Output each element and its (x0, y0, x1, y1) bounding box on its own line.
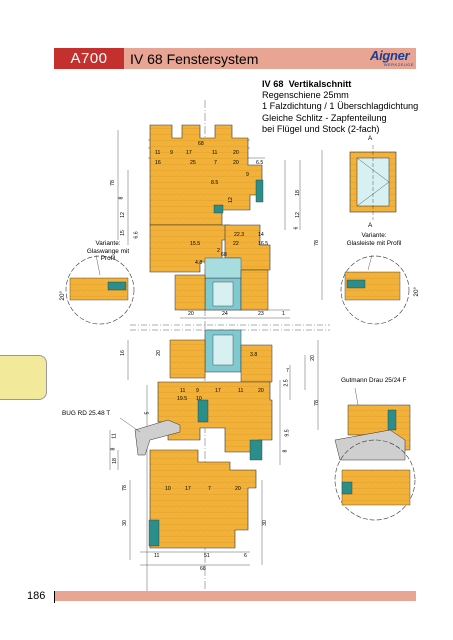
dim: 11 (212, 150, 218, 156)
dim: 20 (233, 150, 239, 156)
angle-left: 20° (59, 290, 67, 301)
gutmann-label: Gutmann Drau 25/24 F (341, 377, 407, 384)
dim: 6 (293, 226, 300, 230)
section-description: IV 68 Vertikalschnitt Regenschiene 25mm … (262, 79, 418, 135)
dim: 8 (118, 196, 125, 200)
dim: 68 (200, 566, 206, 572)
product-code: A700 (54, 48, 124, 69)
dim: 4.8 (195, 260, 203, 266)
logo-name: Aigner (370, 48, 410, 63)
dim: 78 (109, 180, 116, 186)
dim: 5 (144, 411, 151, 415)
dim: 17 (215, 388, 221, 394)
dim: 68 (221, 252, 227, 258)
dim: 25 (190, 160, 196, 166)
dim: 6 (244, 553, 247, 559)
dim: 10 (165, 486, 171, 492)
footer-divider (54, 591, 55, 603)
dim: 8.5 (211, 180, 219, 186)
dim: 9 (246, 172, 249, 178)
dim: 19.5 (177, 396, 188, 402)
logo-tag: WERKZEUGE (383, 62, 414, 67)
dim: 16 (155, 160, 161, 166)
dim: 18 (294, 190, 301, 196)
dim: 2.5 (283, 379, 290, 387)
dim: 11 (180, 388, 186, 394)
dim: 16.5 (258, 241, 269, 247)
desc-title-rest: Vertikalschnitt (288, 79, 352, 89)
dim: 20 (309, 355, 316, 361)
dim: 17 (186, 150, 192, 156)
dim: 78 (313, 400, 320, 406)
dim: 11 (155, 150, 161, 156)
dim: 7 (286, 368, 289, 374)
page-title: IV 68 Fenstersystem (130, 51, 259, 67)
desc-line: Regenschiene 25mm (262, 90, 349, 101)
dim: 20 (155, 350, 162, 356)
dim-top-68: 68 (198, 141, 204, 147)
dim: 3.8 (250, 352, 258, 358)
dim: 12 (119, 212, 126, 218)
dim: 15 (119, 230, 126, 236)
page-number: 186 (27, 590, 46, 602)
dim: 14 (258, 232, 264, 238)
dim: 12 (227, 197, 234, 203)
dim: 30 (121, 520, 128, 526)
dim: 1 (282, 311, 285, 317)
brand-logo: Aigner WERKZEUGE (370, 48, 414, 68)
dim: 23 (258, 311, 264, 317)
footer-bar (54, 591, 416, 601)
dim: 12 (294, 212, 301, 218)
dim: 2 (217, 248, 220, 254)
dim: 9 (170, 150, 173, 156)
dim: 16 (119, 350, 126, 356)
dim: 22 (233, 241, 239, 247)
variant-left-label: Variante: Glaswange mit Profil (86, 240, 130, 262)
dim: 20 (235, 486, 241, 492)
dim: 10 (196, 396, 202, 402)
dim: 11 (238, 388, 244, 394)
dim: 78 (313, 240, 320, 246)
bug-label: BUG RD 25.48 T (62, 410, 111, 417)
dim: 11 (111, 433, 118, 439)
desc-line: bei Flügel und Stock (2-fach) (262, 123, 380, 134)
dim: 22.3 (234, 232, 245, 238)
section-a-top: A (368, 135, 373, 142)
dim: 7 (214, 160, 217, 166)
dim: 9 (196, 388, 199, 394)
dim: 24 (222, 311, 228, 317)
chapter-tab (0, 355, 47, 400)
dim: 9.5 (284, 429, 291, 437)
dim: 7 (208, 486, 211, 492)
section-a-bottom: A (368, 222, 373, 229)
dim: 11 (154, 553, 160, 559)
header-bar (54, 48, 416, 69)
dim: 6.6 (133, 231, 140, 239)
dim: 20 (188, 311, 194, 317)
dim: 51 (204, 553, 210, 559)
desc-line: Gleiche Schlitz - Zapfenteilung (262, 112, 387, 123)
variant-right-label: Variante: Glasleiste mit Profil (346, 232, 402, 247)
angle-right: 20° (413, 286, 421, 297)
dim: 6.5 (256, 160, 264, 166)
dim: 8 (282, 449, 289, 453)
dim: 8 (110, 447, 117, 451)
dim: 18 (111, 458, 118, 464)
desc-title-code: IV 68 (262, 79, 284, 89)
dim: 20 (258, 388, 264, 394)
dim: 30 (261, 520, 268, 526)
dim: 20 (233, 160, 239, 166)
dim: 17 (185, 486, 191, 492)
dim: 15.5 (190, 241, 201, 247)
dim: 78 (121, 485, 128, 491)
desc-line: 1 Falzdichtung / 1 Überschlagdichtung (262, 101, 419, 112)
